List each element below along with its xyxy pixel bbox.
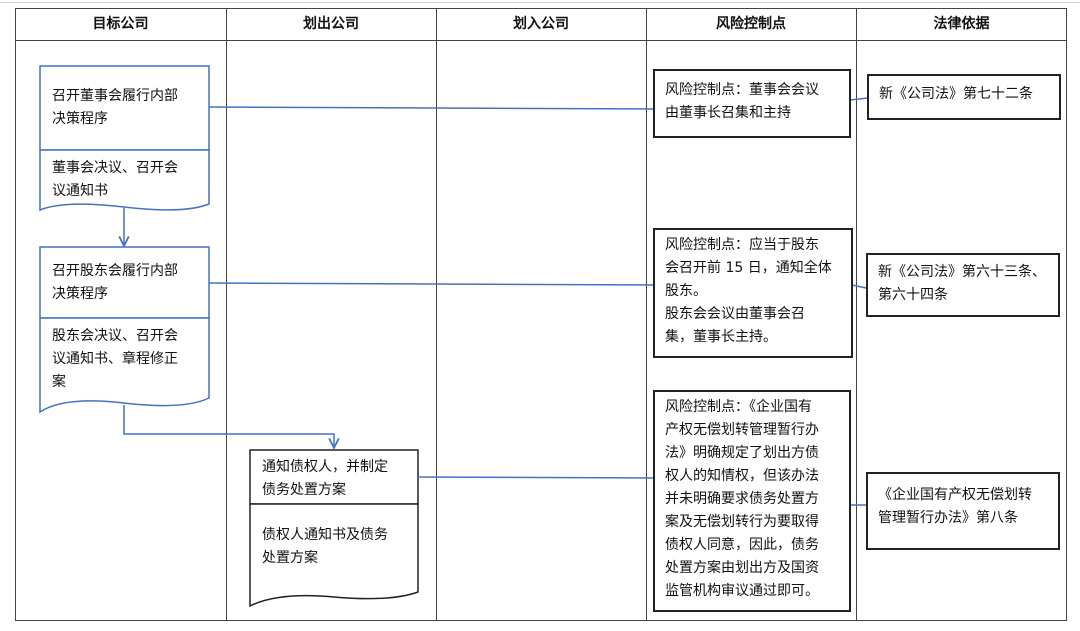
column-divider-2 (436, 8, 437, 621)
board-document-text: 董事会决议、召开会议通知书 (52, 160, 178, 199)
header-transferee-company: 划入公司 (513, 16, 569, 32)
risk-box-board-meeting: 风险控制点：董事会会议由董事长召集和主持 (653, 69, 851, 138)
shareholder-document-text: 股东会决议、召开会议通知书、章程修正案 (52, 328, 178, 390)
header-separator (15, 40, 1067, 41)
header-transferor-company: 划出公司 (303, 16, 359, 32)
link-creditor-risk (417, 476, 654, 479)
board-process-box (39, 65, 210, 151)
link-risk1-law1 (849, 97, 869, 101)
creditor-process-text: 通知债权人，并制定债务处置方案 (262, 459, 388, 498)
header-target-company: 目标公司 (92, 16, 149, 32)
board-document-shape (39, 149, 210, 212)
header-risk-control: 风险控制点 (716, 16, 786, 32)
column-divider-4 (856, 8, 857, 621)
link-shareholder-risk (208, 282, 654, 286)
link-board-risk (208, 106, 654, 110)
risk-box-creditor-rights: 风险控制点：《企业国有产权无偿划转管理暂行办法》明确规定了划出方债权人的知情权，… (653, 390, 851, 612)
arrow-shareholder-to-creditor (123, 405, 334, 448)
header-legal-basis: 法律依据 (933, 16, 990, 32)
shareholder-process-text: 召开股东会履行内部决策程序 (52, 263, 178, 302)
risk-box-shareholder-meeting: 风险控制点：应当于股东会召开前 15 日，通知全体股东。股东会会议由董事会召集，… (653, 228, 853, 358)
creditor-document-shape (249, 503, 419, 608)
page-top-edge (0, 2, 1080, 3)
swimlane-table (15, 8, 1067, 621)
law-box-article-72: 新《公司法》第七十二条 (867, 74, 1061, 120)
link-risk2-law2 (851, 284, 867, 289)
column-divider-1 (226, 8, 227, 621)
law-box-articles-63-64: 新《公司法》第六十三条、第六十四条 (866, 253, 1060, 317)
creditor-document-text: 债权人通知书及债务处置方案 (262, 527, 388, 566)
board-process-text: 召开董事会履行内部决策程序 (52, 88, 178, 127)
law-box-measures-article-8: 《企业国有产权无偿划转管理暂行办法》第八条 (866, 472, 1060, 550)
creditor-process-box (249, 449, 419, 505)
shareholder-document-shape (39, 317, 210, 414)
column-divider-3 (646, 8, 647, 621)
